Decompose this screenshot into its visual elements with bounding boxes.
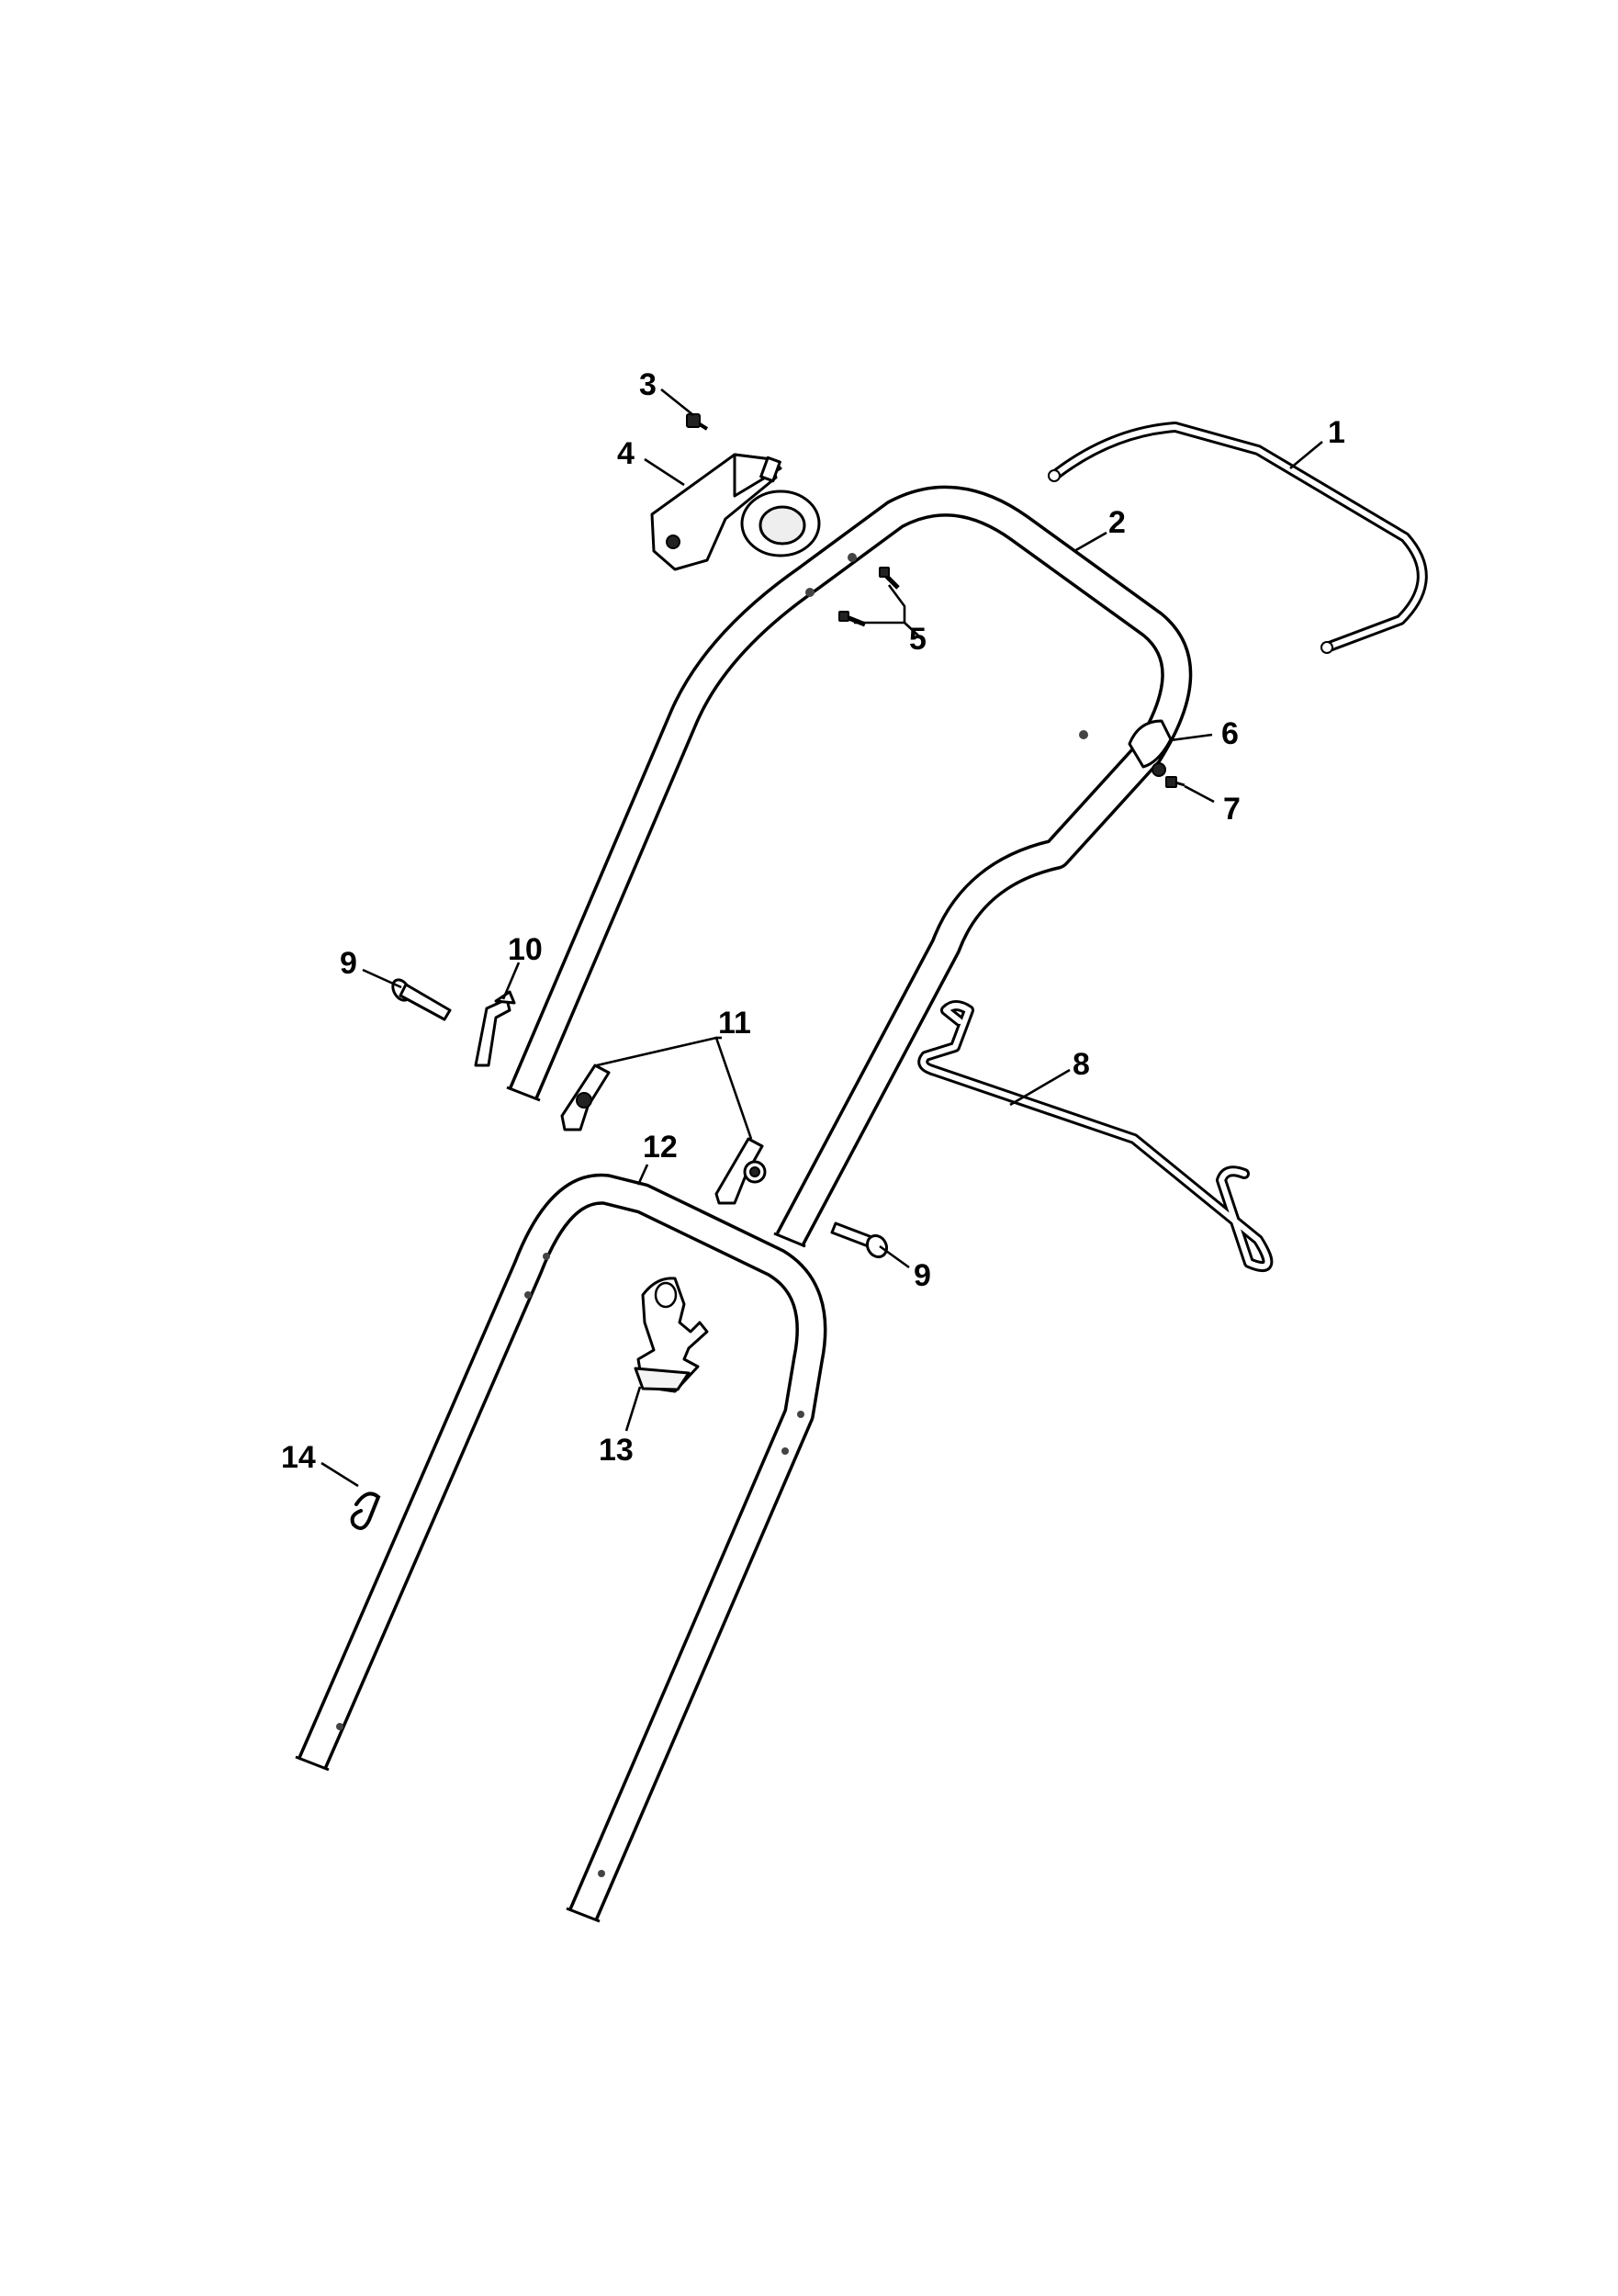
knob-part-11-upper	[560, 1064, 611, 1131]
cable-guide-part-13	[634, 1277, 709, 1393]
screw-part-3	[686, 413, 709, 431]
callout-6: 6	[1221, 716, 1239, 751]
callout-5: 5	[909, 622, 927, 657]
callout-1: 1	[1328, 415, 1345, 450]
bolt-part-9-right	[830, 1221, 889, 1259]
callout-14: 14	[281, 1440, 316, 1475]
screws-part-5	[838, 567, 900, 627]
upper-handle-part-2	[506, 485, 1193, 1248]
callout-3: 3	[639, 367, 657, 402]
callout-10: 10	[508, 932, 543, 967]
callout-12: 12	[643, 1130, 678, 1165]
callout-4: 4	[617, 436, 635, 471]
console-part-4	[650, 453, 821, 571]
bail-bar-part-1	[1048, 422, 1428, 654]
callout-9-right: 9	[914, 1258, 931, 1293]
callout-13: 13	[599, 1433, 634, 1468]
callout-2: 2	[1108, 505, 1126, 540]
screw-part-7	[1165, 776, 1185, 788]
bolt-part-9-left	[391, 978, 452, 1021]
callout-9-left: 9	[340, 946, 357, 981]
lower-handle-part-12	[295, 1173, 827, 1923]
callout-7: 7	[1223, 792, 1241, 827]
clip-part-14	[350, 1491, 381, 1530]
callout-labels: 1 2 3 4 5 6 7 8 9 9 10 11 12 13 14	[281, 367, 1345, 1475]
wire-rod-part-8	[917, 1000, 1274, 1272]
callout-8: 8	[1073, 1047, 1090, 1082]
bracket-part-10	[474, 990, 516, 1067]
leader-lines	[320, 388, 1323, 1488]
callout-11: 11	[718, 1006, 751, 1041]
knob-part-11-lower	[714, 1137, 767, 1205]
